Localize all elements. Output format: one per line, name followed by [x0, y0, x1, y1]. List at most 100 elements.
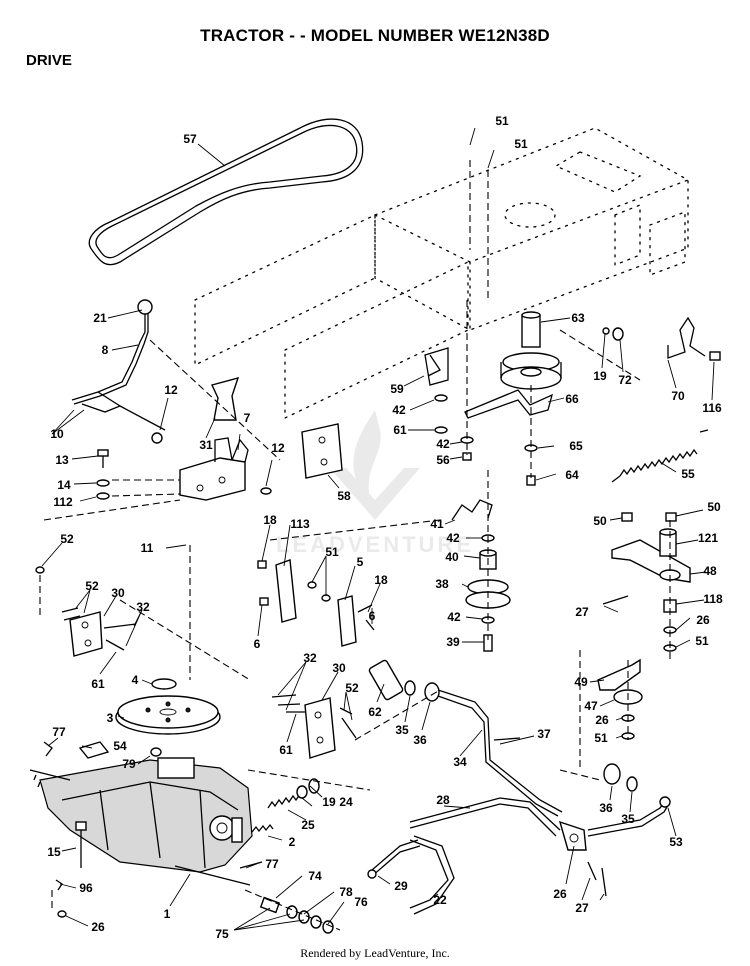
callout-30: 30	[111, 586, 125, 600]
callout-26: 26	[91, 920, 105, 934]
callout-75: 75	[215, 927, 229, 941]
callout-51: 51	[514, 137, 528, 151]
callout-58: 58	[337, 489, 351, 503]
callout-15: 15	[47, 845, 61, 859]
callout-35: 35	[395, 723, 409, 737]
callout-12: 12	[164, 383, 178, 397]
watermark-text: LEADVENTURE	[276, 532, 474, 557]
callout-18: 18	[263, 513, 277, 527]
callout-96: 96	[79, 881, 93, 895]
callout-6: 6	[254, 637, 261, 651]
callout-1: 1	[164, 907, 171, 921]
callout-42: 42	[446, 531, 460, 545]
callout-79: 79	[122, 757, 136, 771]
callout-61: 61	[393, 423, 407, 437]
frame	[194, 127, 689, 420]
callout-51: 51	[325, 545, 339, 559]
transaxle-pulley	[115, 545, 221, 735]
watermark: LEADVENTURE	[276, 410, 474, 557]
callout-31: 31	[199, 438, 213, 452]
callout-56: 56	[436, 453, 450, 467]
callout-59: 59	[390, 382, 404, 396]
callout-70: 70	[671, 389, 685, 403]
callout-51: 51	[495, 114, 509, 128]
callout-52: 52	[60, 532, 74, 546]
callout-32: 32	[303, 651, 317, 665]
callout-27: 27	[575, 901, 589, 915]
shift-lever	[71, 299, 166, 444]
plate	[301, 423, 343, 479]
callout-24: 24	[339, 795, 353, 809]
pivot-brackets	[257, 559, 375, 647]
callout-26: 26	[696, 613, 710, 627]
callout-40: 40	[445, 550, 459, 564]
callout-42: 42	[436, 437, 450, 451]
callout-36: 36	[413, 733, 427, 747]
callout-74: 74	[308, 869, 322, 883]
engine-pulley	[500, 311, 562, 390]
callout-61: 61	[91, 677, 105, 691]
callout-76: 76	[354, 895, 368, 909]
brake-bracket-center	[271, 694, 357, 759]
callout-113: 113	[290, 517, 310, 531]
callout-51: 51	[695, 634, 709, 648]
callout-116: 116	[702, 401, 722, 415]
callout-7: 7	[244, 411, 251, 425]
pedal-shaft	[409, 650, 671, 915]
callout-10: 10	[50, 427, 64, 441]
callout-77: 77	[265, 857, 279, 871]
callout-6: 6	[369, 609, 376, 623]
center-pulley	[451, 470, 511, 652]
callout-51: 51	[594, 731, 608, 745]
callout-54: 54	[113, 739, 127, 753]
callout-50: 50	[593, 514, 607, 528]
callout-57: 57	[183, 132, 197, 146]
callout-62: 62	[368, 705, 382, 719]
callout-61: 61	[279, 743, 293, 757]
idler-bracket	[424, 300, 553, 486]
callout-77: 77	[52, 725, 66, 739]
callout-72: 72	[618, 373, 632, 387]
callout-65: 65	[569, 439, 583, 453]
callout-12: 12	[271, 441, 285, 455]
shift-hardware	[96, 449, 272, 500]
idler-arm-right	[597, 512, 691, 740]
callout-3: 3	[107, 711, 114, 725]
callout-63: 63	[571, 311, 585, 325]
callout-49: 49	[574, 675, 588, 689]
callout-55: 55	[681, 467, 695, 481]
leader-lines	[41, 127, 715, 931]
hook-hardware	[602, 316, 721, 361]
callout-48: 48	[703, 564, 717, 578]
callout-13: 13	[55, 453, 69, 467]
callout-121: 121	[698, 531, 718, 545]
callout-64: 64	[565, 468, 579, 482]
page-title: TRACTOR - - MODEL NUMBER WE12N38D	[200, 26, 550, 45]
transaxle	[29, 757, 253, 886]
brake-bracket-left	[35, 566, 137, 657]
callout-2: 2	[289, 835, 296, 849]
callout-28: 28	[436, 793, 450, 807]
callout-34: 34	[453, 755, 467, 769]
clutch-rod	[368, 659, 563, 817]
callout-14: 14	[57, 478, 71, 492]
callout-19: 19	[593, 369, 607, 383]
spring	[611, 429, 709, 483]
callout-27: 27	[575, 605, 589, 619]
callout-11: 11	[141, 541, 154, 555]
shift-bracket	[179, 376, 249, 501]
section-label: DRIVE	[26, 52, 72, 69]
callout-26: 26	[595, 713, 609, 727]
callout-112: 112	[53, 495, 73, 509]
callout-30: 30	[332, 661, 346, 675]
callout-22: 22	[433, 893, 447, 907]
brake-rod	[367, 797, 561, 879]
callout-5: 5	[357, 555, 364, 569]
callout-50: 50	[707, 500, 721, 514]
callout-36: 36	[599, 801, 613, 815]
callout-35: 35	[621, 812, 635, 826]
callout-37: 37	[537, 727, 551, 741]
transaxle-hardware	[43, 741, 162, 918]
callout-47: 47	[584, 699, 598, 713]
